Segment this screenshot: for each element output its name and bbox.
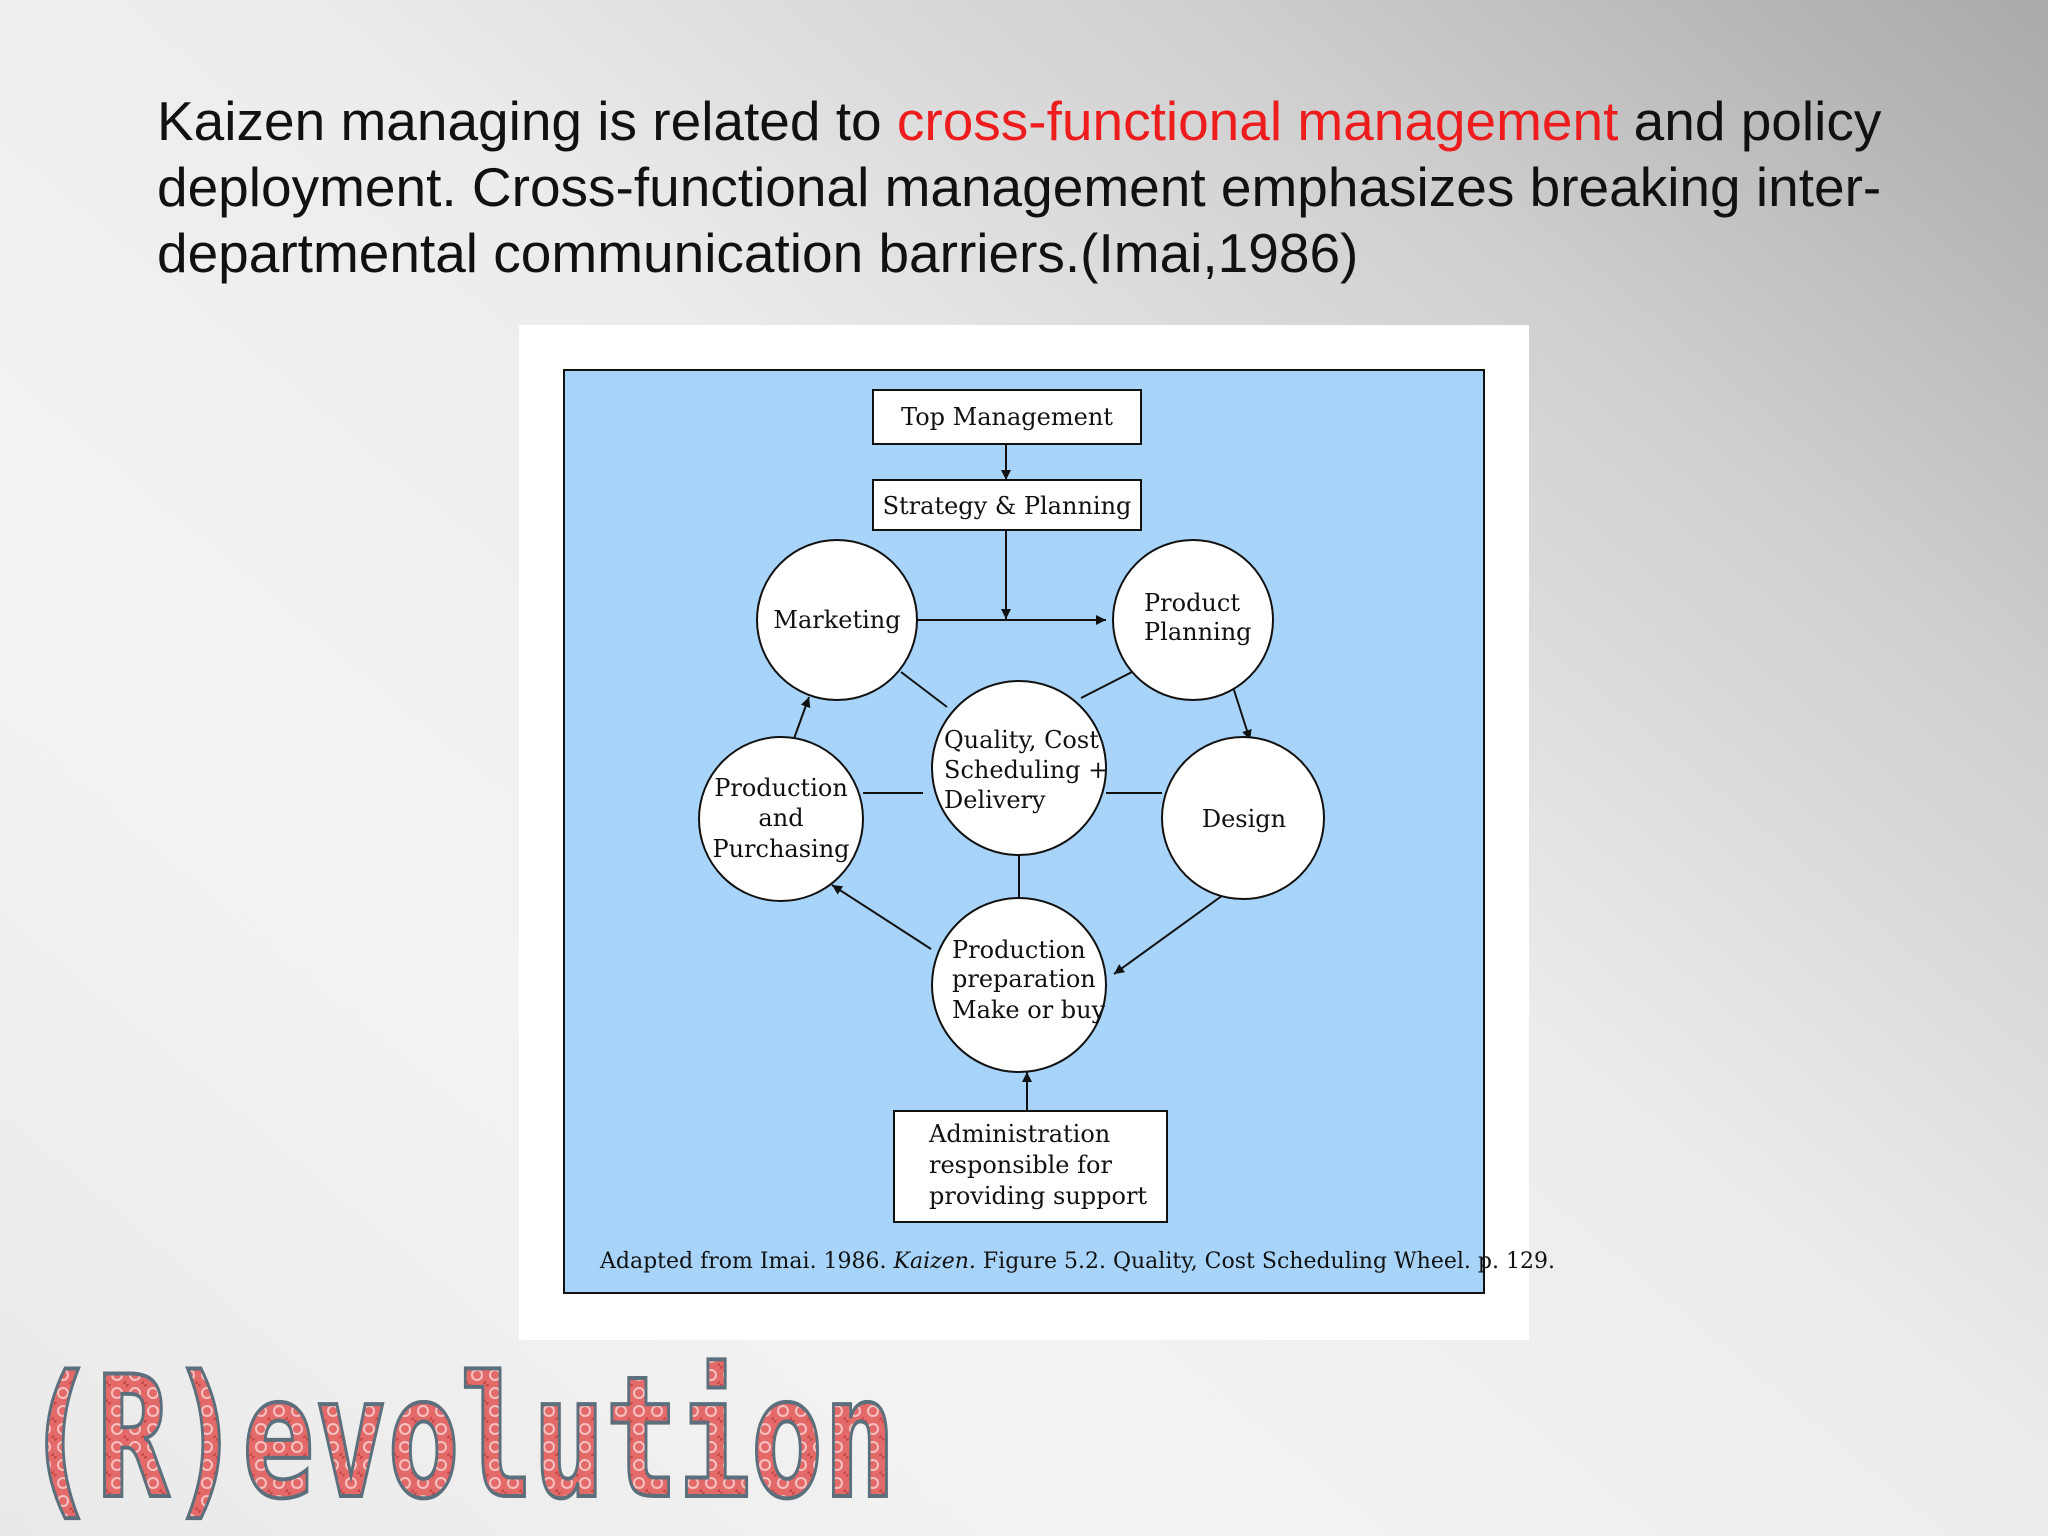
line-center-marketing [900, 671, 948, 708]
label-center-2: Scheduling + [944, 756, 1108, 784]
logo-text: (R)evolution [24, 1340, 896, 1536]
label-product-planning-1: Product [1144, 589, 1240, 617]
label-administration-3: providing support [929, 1182, 1147, 1210]
body-text-part2: and policy deployment. Cross-functional … [157, 90, 1882, 284]
label-center-3: Delivery [944, 786, 1046, 814]
line-product-planning-to-design [1232, 686, 1252, 741]
label-production-purchasing-3: Purchasing [712, 835, 849, 863]
caption-prefix: Adapted from Imai. 1986. [599, 1249, 894, 1274]
revolution-logo: (R)evolution [18, 1330, 908, 1536]
box-administration [893, 1110, 1168, 1223]
label-production-preparation-1: Production [952, 936, 1086, 964]
line-design-to-prep [1113, 889, 1231, 975]
box-top-management [872, 389, 1142, 445]
label-center-1: Quality, Cost [944, 726, 1099, 754]
label-administration-1: Administration [928, 1120, 1110, 1148]
node-marketing [756, 539, 918, 701]
caption-italic: Kaizen. [893, 1249, 976, 1274]
label-production-preparation-2: preparation [952, 965, 1096, 993]
label-production-preparation-3: Make or buy [952, 996, 1106, 1024]
node-design [1161, 736, 1325, 900]
line-prep-to-purchasing [831, 884, 932, 950]
label-top-management: Top Management [901, 403, 1113, 431]
node-product-planning [1112, 539, 1274, 701]
label-strategy-planning: Strategy & Planning [883, 492, 1132, 520]
label-design: Design [1202, 805, 1286, 833]
label-marketing: Marketing [773, 606, 900, 634]
caption-suffix: Figure 5.2. Quality, Cost Scheduling Whe… [976, 1249, 1555, 1274]
line-center-product-planning [1080, 671, 1133, 699]
diagram-figure: Top Management Strategy & Planning Admin… [519, 325, 1555, 1340]
label-product-planning-2: Planning [1144, 618, 1252, 646]
node-production-preparation [931, 897, 1107, 1073]
node-production-purchasing [698, 736, 864, 902]
figure-caption: Adapted from Imai. 1986. Kaizen. Figure … [599, 1249, 1555, 1274]
body-text-highlight: cross-functional management [896, 90, 1619, 152]
box-strategy-planning [872, 479, 1142, 531]
label-production-purchasing-2: and [758, 804, 803, 832]
connector-lines [786, 444, 1252, 1111]
body-text-part1: Kaizen managing is related to [157, 90, 897, 152]
node-center-quality [931, 680, 1107, 856]
label-administration-2: responsible for [929, 1151, 1112, 1179]
label-production-purchasing-1: Production [714, 774, 848, 802]
slide-body-text: Kaizen managing is related to cross-func… [157, 88, 1937, 286]
